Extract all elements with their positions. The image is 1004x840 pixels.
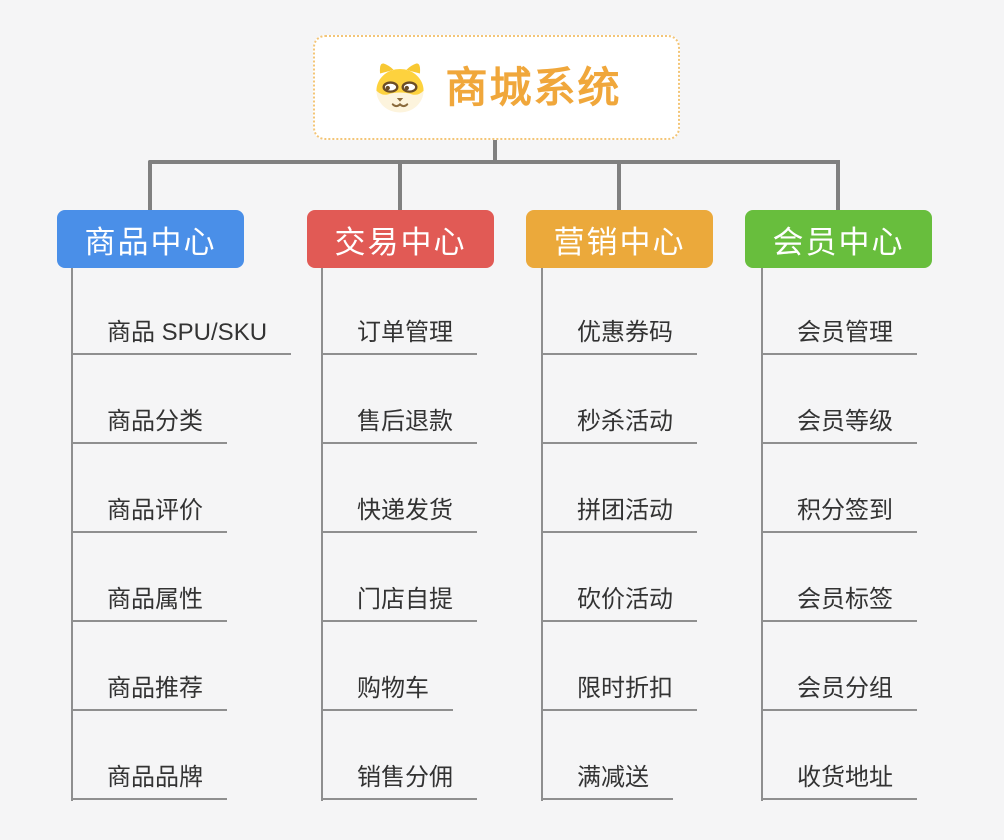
sub-topic[interactable]: 售后退款 <box>322 355 567 444</box>
dog-icon <box>376 62 425 112</box>
branch-line-marketing <box>541 267 543 801</box>
sub-topic-label: 商品品牌 <box>72 764 227 800</box>
branch-line-trade <box>321 267 323 801</box>
sub-topic-label: 商品推荐 <box>72 675 227 711</box>
sub-topic-label: 商品评价 <box>72 497 227 533</box>
sub-topic[interactable]: 会员分组 <box>762 622 1004 711</box>
sub-topic[interactable]: 商品属性 <box>72 533 317 622</box>
branch-topic-label: 营销中心 <box>553 224 686 260</box>
sub-topic-label: 会员标签 <box>762 586 917 622</box>
root-topic[interactable]: 商城系统 <box>313 35 680 140</box>
sub-topic-label: 快递发货 <box>322 497 477 533</box>
sub-topic[interactable]: 商品分类 <box>72 355 317 444</box>
sub-topic-list-member: 会员管理会员等级积分签到会员标签会员分组收货地址 <box>762 266 1004 800</box>
sub-topic[interactable]: 砍价活动 <box>542 533 787 622</box>
sub-topic-label: 购物车 <box>322 675 453 711</box>
sub-topic[interactable]: 收货地址 <box>762 711 1004 800</box>
sub-topic-label: 会员分组 <box>762 675 917 711</box>
sub-topic-label: 门店自提 <box>322 586 477 622</box>
sub-topic[interactable]: 商品评价 <box>72 444 317 533</box>
sub-topic-label: 订单管理 <box>322 319 477 355</box>
branch-topic-label: 会员中心 <box>772 224 905 260</box>
sub-topic-label: 收货地址 <box>762 764 917 800</box>
branch-topic-member-center[interactable]: 会员中心 <box>745 210 932 268</box>
sub-topic[interactable]: 秒杀活动 <box>542 355 787 444</box>
sub-topic-label: 秒杀活动 <box>542 408 697 444</box>
connector-drop-product <box>148 160 152 212</box>
branch-topic-label: 交易中心 <box>334 224 467 260</box>
sub-topic-label: 会员等级 <box>762 408 917 444</box>
root-topic-label: 商城系统 <box>445 63 622 111</box>
sub-topic-label: 拼团活动 <box>542 497 697 533</box>
sub-topic-label: 满减送 <box>542 764 673 800</box>
sub-topic[interactable]: 会员管理 <box>762 266 1004 355</box>
connector-drop-member <box>836 160 840 212</box>
sub-topic-label: 售后退款 <box>322 408 477 444</box>
connector-drop-marketing <box>617 160 621 212</box>
sub-topic[interactable]: 积分签到 <box>762 444 1004 533</box>
branch-line-product <box>71 267 73 801</box>
connector-root-stub <box>493 139 497 164</box>
branch-topic-label: 商品中心 <box>84 224 217 260</box>
connector-drop-trade <box>398 160 402 212</box>
sub-topic-label: 积分签到 <box>762 497 917 533</box>
sub-topic-label: 商品分类 <box>72 408 227 444</box>
sub-topic-label: 砍价活动 <box>542 586 697 622</box>
sub-topic[interactable]: 购物车 <box>322 622 567 711</box>
sub-topic-label: 销售分佣 <box>322 764 477 800</box>
sub-topic-label: 优惠券码 <box>542 319 697 355</box>
connector-horizontal-bar <box>148 160 840 164</box>
branch-topic-product-center[interactable]: 商品中心 <box>57 210 244 268</box>
sub-topic[interactable]: 门店自提 <box>322 533 567 622</box>
sub-topic-label: 会员管理 <box>762 319 917 355</box>
sub-topic[interactable]: 商品推荐 <box>72 622 317 711</box>
branch-line-member <box>761 267 763 801</box>
sub-topic[interactable]: 快递发货 <box>322 444 567 533</box>
sub-topic[interactable]: 销售分佣 <box>322 711 567 800</box>
sub-topic[interactable]: 会员标签 <box>762 533 1004 622</box>
sub-topic[interactable]: 满减送 <box>542 711 787 800</box>
sub-topic[interactable]: 会员等级 <box>762 355 1004 444</box>
sub-topic-list-trade: 订单管理售后退款快递发货门店自提购物车销售分佣 <box>322 266 567 800</box>
sub-topic-label: 商品 SPU/SKU <box>72 319 292 355</box>
sub-topic[interactable]: 限时折扣 <box>542 622 787 711</box>
sub-topic-list-marketing: 优惠券码秒杀活动拼团活动砍价活动限时折扣满减送 <box>542 266 787 800</box>
branch-topic-marketing-center[interactable]: 营销中心 <box>526 210 713 268</box>
sub-topic-label: 限时折扣 <box>542 675 697 711</box>
sub-topic[interactable]: 商品品牌 <box>72 711 317 800</box>
sub-topic[interactable]: 优惠券码 <box>542 266 787 355</box>
sub-topic-label: 商品属性 <box>72 586 227 622</box>
sub-topic[interactable]: 商品 SPU/SKU <box>72 266 317 355</box>
sub-topic[interactable]: 订单管理 <box>322 266 567 355</box>
sub-topic[interactable]: 拼团活动 <box>542 444 787 533</box>
branch-topic-trade-center[interactable]: 交易中心 <box>307 210 494 268</box>
sub-topic-list-product: 商品 SPU/SKU 商品分类商品评价商品属性商品推荐商品品牌 <box>72 266 317 800</box>
